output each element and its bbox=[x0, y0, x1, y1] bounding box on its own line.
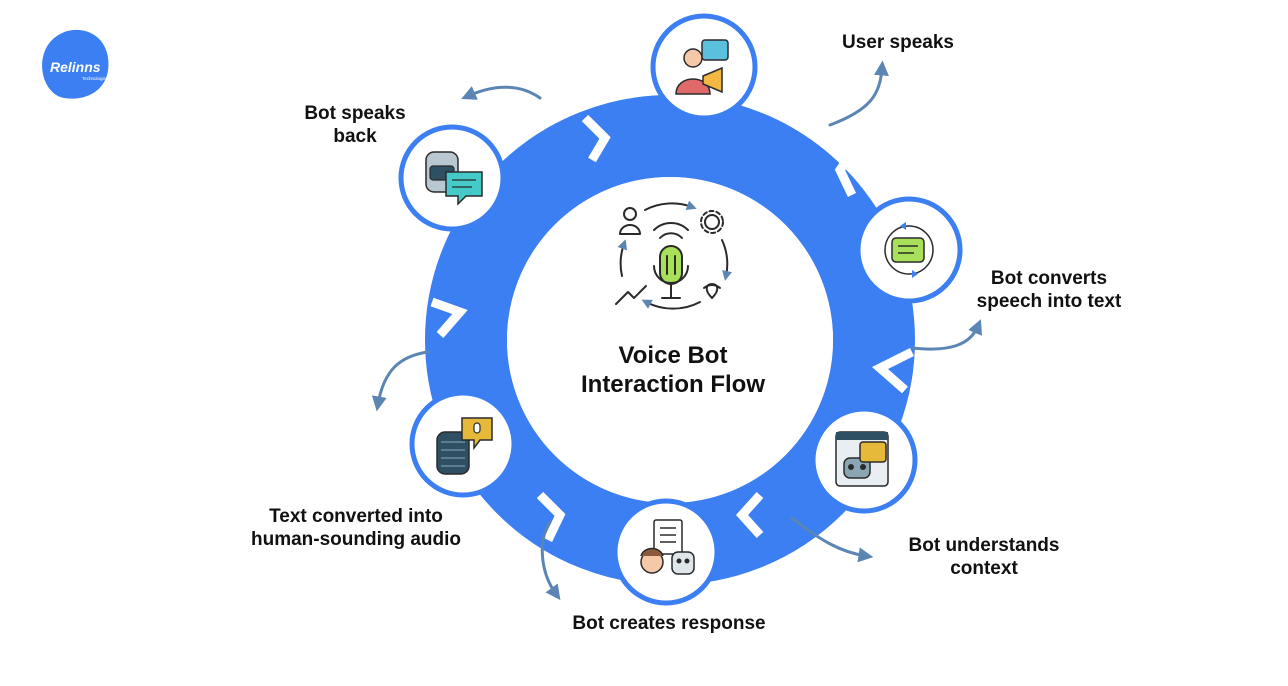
step-text-to-audio: Text converted into human-sounding audio bbox=[251, 350, 517, 550]
step-label: Bot creates response bbox=[572, 613, 765, 634]
step-label: User speaks bbox=[842, 32, 954, 53]
step-user-speaks: User speaks bbox=[650, 13, 954, 127]
company-logo: Relinns Technologies bbox=[42, 29, 109, 99]
step-bot-speaks-back: Bot speaks back bbox=[304, 85, 542, 232]
logo-name: Relinns bbox=[50, 59, 101, 75]
bot-context-icon bbox=[835, 431, 889, 487]
step-label: Text converted into bbox=[269, 506, 443, 527]
step-label: context bbox=[950, 558, 1018, 579]
bot-speaks-icon bbox=[425, 151, 483, 206]
diagram-title-line2: Interaction Flow bbox=[581, 371, 765, 398]
diagram-title-line1: Voice Bot bbox=[619, 342, 728, 369]
step-label: speech into text bbox=[977, 291, 1122, 312]
step-label: back bbox=[333, 126, 377, 147]
text-to-audio-icon bbox=[436, 417, 493, 475]
step-bot-understands: Bot understands context bbox=[790, 406, 1060, 579]
step-label: human-sounding audio bbox=[251, 529, 461, 550]
microphone-cycle-icon bbox=[615, 200, 732, 310]
step-speech-to-text: Bot converts speech into text bbox=[855, 196, 1122, 351]
step-label: Bot speaks bbox=[304, 103, 405, 124]
logo-subtitle: Technologies bbox=[82, 76, 109, 81]
step-label: Bot converts bbox=[991, 268, 1107, 289]
speech-to-text-icon bbox=[884, 222, 934, 278]
bot-response-icon bbox=[640, 519, 695, 575]
step-bot-creates-response: Bot creates response bbox=[540, 498, 766, 634]
user-speaks-icon bbox=[675, 39, 729, 95]
step-label: Bot understands bbox=[909, 535, 1060, 556]
